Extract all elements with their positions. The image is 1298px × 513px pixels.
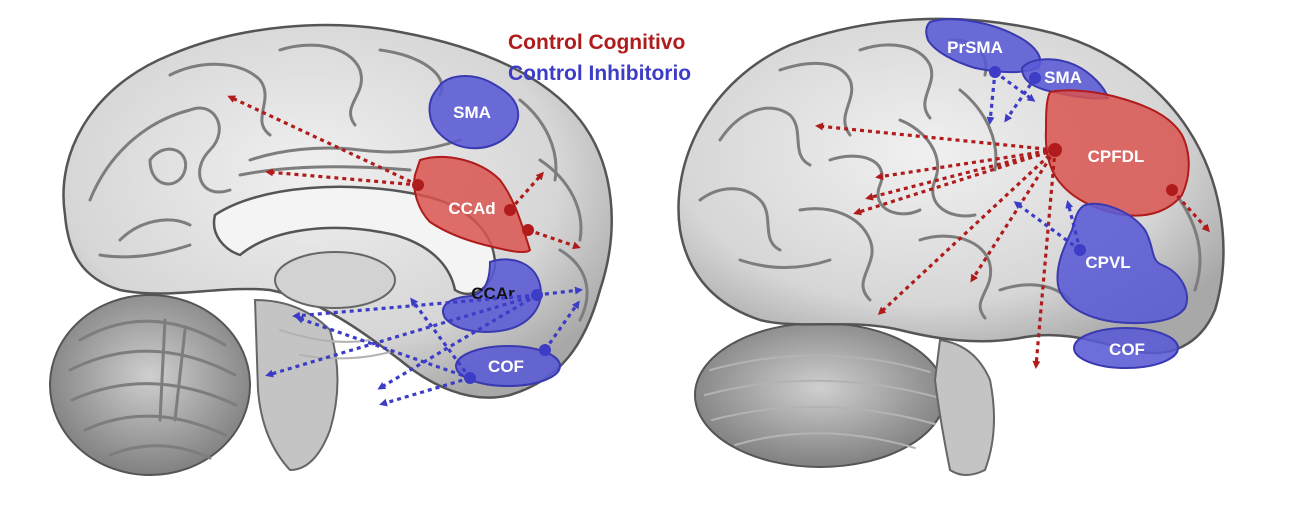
lateral-cpvl-region <box>1056 202 1188 325</box>
medial-cognitive-arrows <box>227 95 581 250</box>
medial-cof-region <box>455 345 561 387</box>
lateral-cognitive-arrows <box>815 122 1211 369</box>
lateral-red-arrow <box>875 148 1056 181</box>
medial-blue-arrow <box>295 315 471 380</box>
legend: Control Cognitivo Control Inhibitorio <box>508 31 691 85</box>
lateral-brainstem <box>933 338 995 476</box>
lateral-cerebellum-folia <box>704 354 941 449</box>
medial-blue-arrow <box>410 297 472 379</box>
medial-blue-node <box>539 344 551 356</box>
medial-blue-node <box>531 289 543 301</box>
lateral-blue-node <box>1029 72 1041 84</box>
lateral-blue-arrow <box>986 71 997 125</box>
lateral-inhibitory-arrows <box>986 70 1082 252</box>
lateral-sma-label: SMA <box>1044 68 1082 87</box>
medial-ccad-label: CCAd <box>448 199 495 218</box>
medial-blue-arrow <box>543 300 580 351</box>
lateral-prsma-label: PrSMA <box>947 38 1003 57</box>
lateral-blue-arrow <box>1004 77 1037 123</box>
medial-inhibitory-arrows <box>265 286 583 407</box>
medial-blue-arrow <box>377 293 538 390</box>
medial-red-node <box>522 224 534 236</box>
medial-red-arrow <box>527 228 581 250</box>
medial-blue-node <box>464 372 476 384</box>
medial-red-arrow <box>265 168 419 187</box>
medial-ccad-region <box>413 156 532 254</box>
medial-sma-label: SMA <box>453 103 491 122</box>
medial-cerebellum-folia <box>68 318 238 460</box>
medial-sma-region <box>428 75 520 150</box>
medial-thalamus <box>274 251 396 309</box>
medial-brain-view: SMA CCAd CCAr COF <box>49 23 613 476</box>
lateral-gyri <box>698 38 1202 320</box>
medial-red-node <box>412 179 424 191</box>
lateral-red-node <box>1048 143 1062 157</box>
lateral-red-arrow <box>865 148 1056 201</box>
lateral-red-arrow <box>970 149 1057 283</box>
medial-ccar-region <box>442 258 542 333</box>
lateral-brain-view: PrSMA SMA CPFDL CPVL COF <box>677 17 1225 476</box>
medial-red-arrow <box>508 171 544 212</box>
legend-inhibitory: Control Inhibitorio <box>508 62 691 85</box>
lateral-blue-arrow <box>1065 200 1082 251</box>
medial-red-node <box>504 204 516 216</box>
medial-gyri <box>88 43 589 322</box>
medial-blue-arrow <box>265 293 538 378</box>
lateral-cpvl-label: CPVL <box>1085 253 1130 272</box>
legend-cognitive: Control Cognitivo <box>508 31 685 54</box>
lateral-red-arrow <box>1170 188 1211 233</box>
lateral-prsma-region <box>925 18 1042 74</box>
medial-red-arrow <box>227 95 419 187</box>
lateral-cof-region <box>1073 327 1179 369</box>
lateral-cpfdl-label: CPFDL <box>1088 147 1145 166</box>
lateral-cpfdl-region <box>1044 89 1190 217</box>
medial-cof-label: COF <box>488 357 524 376</box>
lateral-red-arrow <box>853 148 1056 216</box>
medial-brainstem <box>253 298 339 472</box>
lateral-cof-label: COF <box>1109 340 1145 359</box>
lateral-blue-node <box>1074 244 1086 256</box>
lateral-blue-node <box>989 66 1001 78</box>
lateral-red-node <box>1166 184 1178 196</box>
lateral-blue-arrow <box>1013 201 1081 252</box>
